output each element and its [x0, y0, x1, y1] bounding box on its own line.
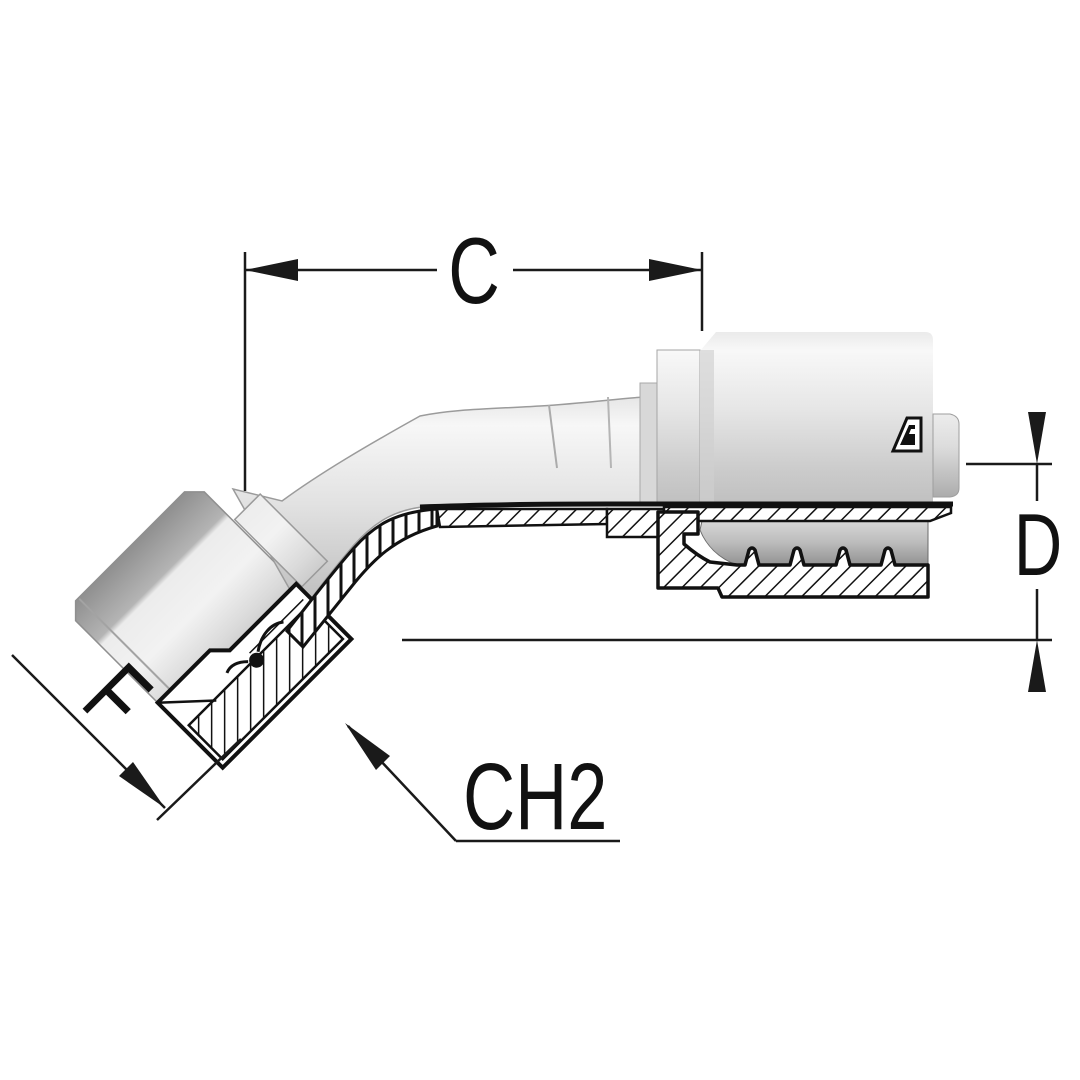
ferrule-step-ring	[639, 382, 658, 506]
shell-shadow-band	[700, 350, 714, 505]
o-ring	[249, 652, 265, 668]
ferrule-collar	[656, 349, 701, 506]
manufacturer-logo-icon	[890, 416, 923, 453]
label-d: D	[1014, 495, 1062, 594]
section-centerline-edge	[419, 501, 953, 510]
dimension-f	[11, 654, 242, 821]
ferrule-shell	[700, 332, 933, 505]
tube-wall-section-bend	[284, 507, 439, 650]
nut-collar-ring	[233, 492, 329, 588]
ferrule-inner-strip-hatching	[662, 505, 953, 523]
hose-tail-end	[932, 413, 960, 498]
label-c: C	[448, 217, 500, 323]
retaining-wire-right	[256, 620, 284, 653]
tube-seam-line	[548, 404, 558, 469]
arrowhead-c-right-icon	[649, 259, 702, 281]
arrowhead-d-bottom-icon	[1028, 640, 1046, 692]
arrowhead-f-icon	[119, 762, 165, 808]
extension-line-f	[156, 738, 242, 821]
ferrule-serration-hatching	[656, 510, 930, 599]
tube-step-line	[607, 396, 612, 469]
nut-chamfer-edge	[78, 598, 181, 700]
arrowhead-c-left-icon	[245, 259, 298, 281]
dimension-c	[243, 252, 704, 491]
dimension-d	[402, 412, 1052, 692]
seat-cone-edge	[160, 699, 217, 704]
retaining-wire-left	[225, 660, 249, 674]
tube-wall-section-horizontal	[435, 507, 609, 529]
arrowhead-ch2-icon	[345, 723, 390, 770]
label-ch2: CH2	[463, 743, 607, 849]
tube-wall-section-step	[605, 507, 666, 539]
arrowhead-d-top-icon	[1028, 412, 1046, 464]
leader-ch2	[345, 723, 620, 843]
